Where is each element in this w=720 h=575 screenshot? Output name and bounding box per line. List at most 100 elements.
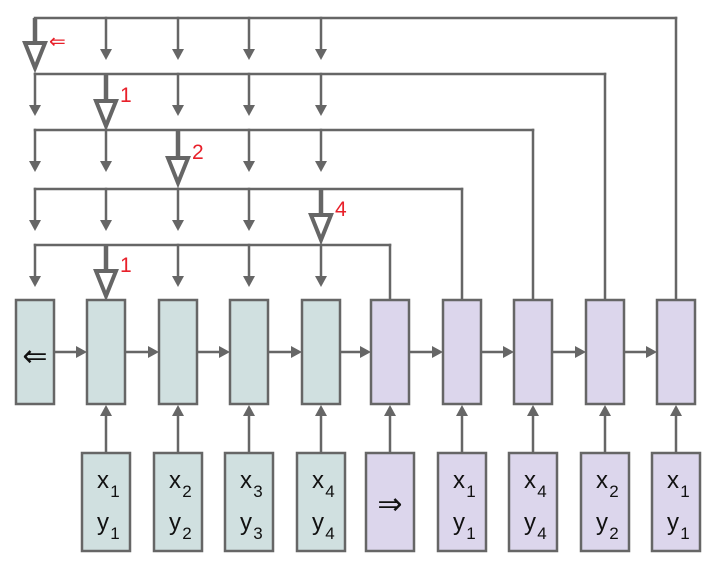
decoder-input-2-x-index: 4 [537,482,546,501]
decoder-cell-3 [512,298,554,406]
encoder-cell-4 [228,298,270,406]
decoder-input-4-y-label: y [667,509,679,536]
encoder-input-4-arrow [315,405,327,416]
encoder-input-3-x-label: x [240,467,252,494]
encoder-input-4-y-index: 4 [325,524,334,543]
encoder-input-1-y-label: y [97,509,109,536]
recurrent-arrow-8 [575,346,586,358]
attention-row-2-arrow-1 [29,105,41,116]
encoder-input-4-x-index: 4 [325,482,334,501]
decoder-input-3 [579,451,631,553]
pointer-arrow-row-2 [93,99,119,132]
decoder-cell-1 [369,298,411,406]
decoder-input-1-x-label: x [453,467,465,494]
attention-row-5-arrow-5 [315,276,327,287]
decoder-input-2-x-label: x [524,467,536,494]
attention-row-5-arrow-4 [243,276,255,287]
encoder-input-1-x-index: 1 [110,482,119,501]
attention-row-4-arrow-1 [29,220,41,231]
pointer-arrow-row-3 [165,156,191,189]
encoder-input-4-y-label: y [312,509,324,536]
decoder-start-input [364,451,416,553]
decoder-input-1 [436,451,488,553]
attention-row-3-arrow-1 [29,161,41,172]
decoder-input-4 [650,451,702,553]
encoder-input-2-x-index: 2 [182,482,191,501]
encoder-input-2 [152,451,204,553]
encoder-input-2-y-label: y [169,509,181,536]
decoder-input-4-y-index: 1 [680,524,689,543]
attention-row-1-arrow-3 [172,49,184,60]
attention-row-1-arrow-4 [243,49,255,60]
recurrent-arrow-9 [646,346,657,358]
decoder-input-4-x-index: 1 [680,482,689,501]
recurrent-arrow-5 [360,346,371,358]
attention-row-5-arrow-1 [29,276,41,287]
attention-row-4-arrow-4 [243,220,255,231]
encoder-cell-1-symbol: ⇐ [22,339,47,374]
encoder-cell-1 [14,298,56,406]
decoder-input-3-x-index: 2 [609,482,618,501]
pointer-arrow-row-4 [308,213,334,246]
pointer-label-row-1: ⇐ [49,29,66,53]
encoder-input-2-y-index: 2 [182,524,191,543]
encoder-input-3 [223,451,275,553]
encoder-input-1 [80,451,132,553]
attention-row-4-arrow-2 [100,220,112,231]
recurrent-arrow-4 [291,346,302,358]
encoder-input-1-arrow [100,405,112,416]
encoder-input-4-x-label: x [312,467,324,494]
attention-row-3-arrow-5 [315,161,327,172]
decoder-input-3-y-index: 2 [609,524,618,543]
encoder-input-3-y-label: y [240,509,252,536]
decoder-input-1-y-index: 1 [466,524,475,543]
decoder-input-3-x-label: x [596,467,608,494]
encoder-input-3-y-index: 3 [253,524,262,543]
recurrent-arrow-3 [219,346,230,358]
attention-row-1-arrow-5 [315,49,327,60]
encoder-input-2-x-label: x [169,467,181,494]
decoder-start-input-arrow [384,405,396,416]
decoder-input-1-arrow [456,405,468,416]
attention-row-3-arrow-4 [243,161,255,172]
pointer-arrow-row-5 [93,269,119,302]
attention-row-5-arrow-3 [172,276,184,287]
recurrent-arrow-6 [432,346,443,358]
encoder-cell-5 [300,298,342,406]
attention-row-2-arrow-3 [172,105,184,116]
decoder-input-2-y-label: y [524,509,536,536]
encoder-input-3-arrow [243,405,255,416]
recurrent-arrow-7 [503,346,514,358]
encoder-cell-3 [157,298,199,406]
decoder-input-3-arrow [599,405,611,416]
decoder-input-4-arrow [670,405,682,416]
decoder-input-3-y-label: y [596,509,608,536]
encoder-cell-2 [85,298,127,406]
pointer-label-row-4: 4 [335,198,347,221]
decoder-cell-2 [441,298,483,406]
encoder-input-2-arrow [172,405,184,416]
attention-row-2-arrow-5 [315,105,327,116]
decoder-input-4-x-label: x [667,467,679,494]
decoder-input-2-arrow [527,405,539,416]
pointer-arrow-row-1 [22,41,48,74]
decoder-input-1-y-label: y [453,509,465,536]
decoder-start-input-symbol: ⇒ [377,487,402,522]
encoder-input-1-x-label: x [97,467,109,494]
attention-row-3-arrow-2 [100,161,112,172]
pointer-label-row-5: 1 [120,254,132,277]
decoder-input-2 [507,451,559,553]
attention-row-4-arrow-3 [172,220,184,231]
encoder-input-1-y-index: 1 [110,524,119,543]
decoder-cell-4 [584,298,626,406]
decoder-input-1-x-index: 1 [466,482,475,501]
pointer-label-row-3: 2 [192,141,204,164]
pointer-label-row-2: 1 [120,84,132,107]
decoder-cell-5 [655,298,697,406]
recurrent-arrow-1 [76,346,87,358]
decoder-input-2-y-index: 4 [537,524,546,543]
attention-row-2-arrow-4 [243,105,255,116]
recurrent-arrow-2 [148,346,159,358]
